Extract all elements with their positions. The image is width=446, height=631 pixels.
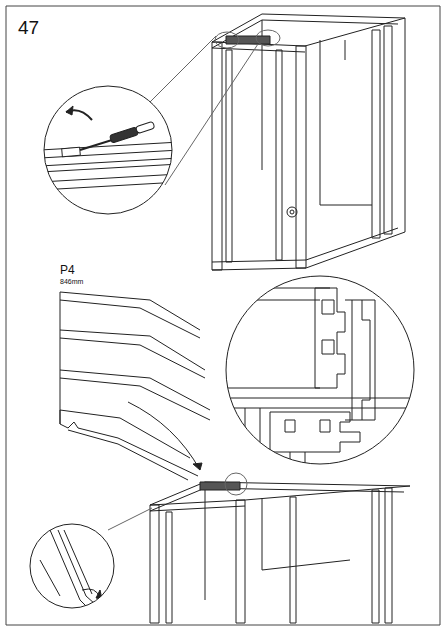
profile-cross-section [220,276,420,472]
page-border [6,6,440,625]
shower-frame-top [212,14,405,270]
profile-p4 [60,292,210,480]
screwdriver-detail [40,36,258,214]
shower-frame-bottom [150,473,410,623]
leader-line [108,508,152,530]
arrowhead [193,463,202,470]
dimension: 846mm [60,278,83,285]
corner-detail [30,524,114,620]
placement-arrow [128,402,200,470]
step-number: 47 [18,18,39,37]
part-name: P4 [60,264,75,276]
